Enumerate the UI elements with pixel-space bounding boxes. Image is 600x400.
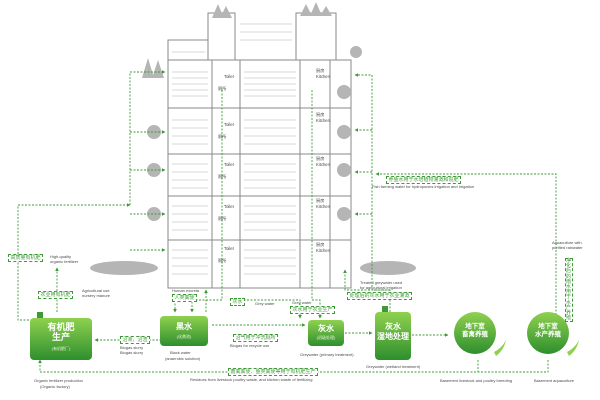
blackwater-caption-2: (anaerobic solution) — [165, 356, 201, 361]
room-kitchen-1: Kitchen — [316, 74, 330, 79]
blackwater-sub: (化粪池) — [176, 334, 192, 339]
room-label: 厕所 — [218, 216, 227, 221]
room-label: 厕所 — [218, 258, 227, 263]
tag-treated: 处理后的灰水用于农业灌溉 — [347, 292, 413, 300]
poultry-caption: Basement livestock and poultry breeding — [440, 378, 513, 383]
treated-en-2: for agricultural irrigation — [360, 285, 402, 290]
flows — [17, 70, 569, 373]
human-en: Human excreta — [172, 288, 200, 293]
room-label: Kitchen — [316, 118, 330, 123]
organic-sub: (有机肥厂) — [51, 346, 71, 351]
tag-biogas-fertilize: 沼气用于冲洗厕所 — [233, 334, 279, 342]
tag-agri-fertilizer: 农业用有机肥 — [38, 291, 74, 299]
biogas-fertilize-en: Biogas for recycle use — [230, 343, 270, 348]
room-toilet-1-cn: 厕所 — [218, 86, 226, 92]
room-toilet-3: Toilet — [224, 162, 234, 167]
graywater-title: 灰水 — [318, 324, 334, 333]
wetland-title: 灰水 湿地处理 — [375, 322, 411, 342]
organic-caption-2: (Organic factory) — [40, 384, 70, 389]
wetland-title-line1: 灰水 — [385, 322, 401, 331]
room-label: 厕所 — [218, 134, 227, 139]
aqua-rain-en-2: purified rainwater — [552, 245, 583, 250]
room-label: 厨房 — [316, 68, 325, 73]
blackwater-caption-1: Black water — [170, 350, 191, 355]
room-toilet-3-cn: 厕所 — [218, 174, 226, 180]
gray-water-en-2: Grey water — [292, 300, 312, 305]
feces-en: Residues from livestock poultry waste, a… — [190, 377, 313, 382]
tag-fish-water: 养鱼水用于水培植物灌溉和追肥 — [386, 176, 462, 184]
room-label: Toilet — [224, 204, 234, 209]
room-label: 厨房 — [316, 112, 325, 117]
room-toilet-2: Toilet — [224, 122, 234, 127]
room-kitchen-4-cn: 厨房 — [316, 198, 324, 204]
aqua-title-line2: 水产养殖 — [535, 331, 561, 338]
graywater-sub: (初级处理) — [316, 335, 336, 340]
fish-en: Fish farming water for hydroponics irrig… — [372, 184, 475, 189]
room-kitchen-3: Kitchen — [316, 162, 330, 167]
poultry-title-line1: 地下室 — [465, 323, 485, 330]
room-label: Kitchen — [316, 74, 330, 79]
room-label: Kitchen — [316, 248, 330, 253]
aqua-title-line1: 地下室 — [538, 323, 558, 330]
room-kitchen-1-cn: 厨房 — [316, 68, 324, 74]
organic-title-line1: 有机肥 — [47, 322, 75, 332]
room-kitchen-5-cn: 厨房 — [316, 242, 324, 248]
gray-en: Grey water — [255, 301, 275, 306]
poultry-title-line2: 畜禽养殖 — [462, 331, 488, 338]
poultry-title: 地下室 畜禽养殖 — [455, 323, 495, 339]
organic-caption-1: Organic fertilizer production — [34, 378, 83, 383]
tag-feces: 畜禽粪便、鱼类粪便等用于有机肥生产 — [228, 368, 319, 376]
room-kitchen-2-cn: 厨房 — [316, 112, 324, 118]
tag-gray: 灰水 — [230, 298, 246, 306]
wetland-title-line2: 湿地处理 — [377, 332, 409, 341]
tag-human: 人类粪便 — [172, 294, 198, 302]
building — [167, 12, 352, 289]
room-toilet-4-cn: 厕所 — [218, 216, 226, 222]
organic-title: 有机肥 生产 — [30, 322, 92, 342]
agri-en-1: Agricultural use — [82, 288, 110, 293]
wetland-caption: Greywater (wetland treatment) — [366, 364, 421, 369]
biogas-en-2: Biogas slurry — [120, 350, 144, 355]
room-toilet-1: Toilet — [224, 74, 234, 79]
organic-title-line2: 生产 — [51, 332, 70, 342]
room-label: Toilet — [224, 74, 234, 79]
room-label: Toilet — [224, 122, 234, 127]
planting-rows — [172, 23, 296, 275]
room-kitchen-5: Kitchen — [316, 248, 330, 253]
treated-en-1: Treated greywater used — [360, 280, 403, 285]
aqua-caption: Basement aquaculture — [534, 378, 575, 383]
tag-graywater-agri: 灰水用于农业生产 — [290, 306, 336, 314]
room-label: 厨房 — [316, 242, 325, 247]
graywater-caption: Greywater (primary treatment) — [300, 352, 354, 357]
room-toilet-5: Toilet — [224, 246, 234, 251]
trees — [90, 2, 416, 275]
room-kitchen-3-cn: 厨房 — [316, 156, 324, 162]
tag-purified-rain: 净化后的雨水用于水产养殖 — [565, 258, 573, 323]
tag-biogas: 沼液，沼渣 — [120, 336, 151, 344]
high-quality-en-1: High-quality — [50, 254, 72, 259]
room-toilet-4: Toilet — [224, 204, 234, 209]
room-label: Kitchen — [316, 162, 330, 167]
room-kitchen-4: Kitchen — [316, 204, 330, 209]
high-quality-en-2: organic fertilizer — [50, 259, 79, 264]
biogas-en-1: Biogas slurry — [120, 345, 144, 350]
room-label: 厨房 — [316, 156, 325, 161]
room-label: Kitchen — [316, 204, 330, 209]
aqua-title: 地下室 水产养殖 — [528, 323, 568, 339]
aqua-rain-en-1: Aquaculture with — [552, 240, 582, 245]
blackwater-title: 黑水 — [176, 322, 192, 331]
room-label: Toilet — [224, 246, 234, 251]
room-kitchen-2: Kitchen — [316, 118, 330, 123]
room-label: 厕所 — [218, 174, 227, 179]
room-toilet-2-cn: 厕所 — [218, 134, 226, 140]
room-label: Toilet — [224, 162, 234, 167]
node-shapes — [30, 306, 579, 360]
agri-en-2: nursery manure — [82, 293, 111, 298]
room-label: 厕所 — [218, 86, 227, 91]
room-toilet-5-cn: 厕所 — [218, 258, 226, 264]
tag-high-quality: 高质量有机肥 — [8, 254, 44, 262]
room-label: 厨房 — [316, 198, 325, 203]
